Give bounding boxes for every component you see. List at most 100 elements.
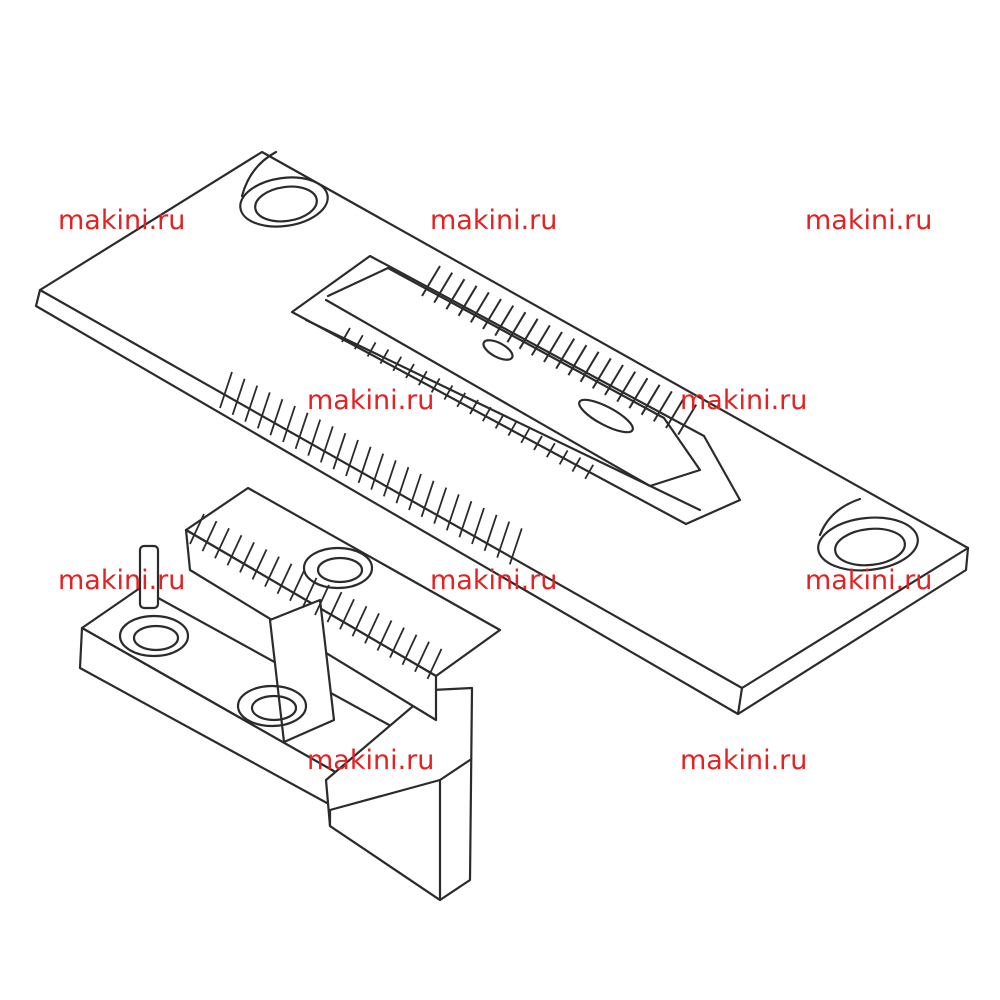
tooth-line xyxy=(354,334,364,350)
feed-dog-hole-center xyxy=(302,546,374,590)
tooth-line xyxy=(392,356,402,372)
tooth-line xyxy=(520,428,530,444)
tooth-line xyxy=(628,377,649,409)
tooth-line xyxy=(370,453,385,490)
tooth-line xyxy=(307,419,322,456)
tooth-line xyxy=(301,577,318,609)
tooth-line xyxy=(433,272,454,304)
tooth-line xyxy=(414,641,430,673)
tooth-line xyxy=(326,591,343,623)
tooth-line xyxy=(351,605,368,637)
tooth-line xyxy=(401,634,418,666)
tooth-line xyxy=(496,521,511,558)
tooth-line xyxy=(558,449,569,465)
tooth-line xyxy=(518,318,539,350)
feed-slot-outer xyxy=(290,254,742,526)
tooth-line xyxy=(214,527,230,559)
watermark-text: makini.ru xyxy=(58,205,186,236)
tooth-line xyxy=(289,570,305,602)
tooth-line xyxy=(269,398,284,436)
tooth-line xyxy=(567,344,588,376)
tooth-line xyxy=(640,384,661,416)
plate-grooves xyxy=(219,371,523,565)
tooth-line xyxy=(494,305,515,337)
tooth-line xyxy=(652,390,673,422)
tooth-line xyxy=(616,371,637,403)
needle-plate-front-edge xyxy=(34,288,744,716)
plate-teeth-rear xyxy=(421,265,698,436)
screw-hole-front xyxy=(239,150,329,228)
tooth-line xyxy=(345,439,359,477)
tooth-line xyxy=(282,405,296,443)
tooth-line xyxy=(533,435,543,451)
tooth-line xyxy=(507,421,518,437)
tooth-line xyxy=(357,446,372,484)
tooth-line xyxy=(530,324,551,356)
tooth-line xyxy=(471,507,485,545)
tooth-line xyxy=(457,285,478,317)
tooth-line xyxy=(314,584,330,616)
watermark-text: makini.ru xyxy=(307,745,435,776)
tooth-line xyxy=(189,513,205,545)
watermark-text: makini.ru xyxy=(430,205,558,236)
tooth-line xyxy=(506,311,527,343)
tooth-line xyxy=(405,363,415,379)
tooth-line xyxy=(231,378,246,416)
tooth-line xyxy=(219,371,233,409)
tooth-line xyxy=(244,385,259,422)
tooth-line xyxy=(677,404,698,436)
feed-dog-post xyxy=(138,544,160,610)
tooth-line xyxy=(332,432,347,470)
tooth-line xyxy=(382,460,397,497)
tooth-line xyxy=(226,534,243,566)
tooth-line xyxy=(555,338,576,370)
feed-dog-hole-left xyxy=(118,614,190,658)
tooth-line xyxy=(483,514,498,552)
feed-dog-holes xyxy=(118,546,374,728)
tooth-line xyxy=(408,473,422,511)
tooth-line xyxy=(264,556,280,587)
tooth-line xyxy=(469,399,479,415)
tooth-line xyxy=(251,549,268,580)
feed-dog-hole-bottom xyxy=(236,684,308,728)
tooth-line xyxy=(366,341,377,357)
tooth-line xyxy=(482,406,492,422)
tooth-line xyxy=(421,265,441,297)
tooth-line xyxy=(584,464,594,480)
feed-dog xyxy=(78,486,502,902)
tooth-line xyxy=(458,500,473,538)
tooth-line xyxy=(426,648,443,680)
tooth-line xyxy=(294,412,309,450)
tooth-line xyxy=(445,494,460,531)
plate-teeth-front xyxy=(341,327,594,480)
tooth-line xyxy=(276,563,293,595)
tooth-line xyxy=(445,278,466,310)
watermark-text: makini.ru xyxy=(680,745,808,776)
tooth-line xyxy=(339,598,355,630)
tooth-line xyxy=(456,392,466,408)
tooth-line xyxy=(546,442,556,458)
tooth-line xyxy=(379,349,390,365)
needle-hole-rear xyxy=(578,398,634,434)
tooth-line xyxy=(395,466,410,504)
tooth-line xyxy=(482,298,502,330)
screw-hole-rear xyxy=(817,497,919,572)
needle-hole xyxy=(482,339,514,361)
watermark-text: makini.ru xyxy=(430,565,558,596)
feed-slot-inner xyxy=(324,266,702,488)
tooth-line xyxy=(433,487,448,524)
tooth-line xyxy=(508,528,523,565)
tooth-line xyxy=(469,291,490,323)
tooth-line xyxy=(571,457,582,473)
tooth-line xyxy=(543,331,563,363)
tooth-line xyxy=(341,327,351,343)
tooth-line xyxy=(239,542,255,573)
watermark-text: makini.ru xyxy=(58,565,186,596)
tooth-line xyxy=(604,364,624,396)
tooth-line xyxy=(256,392,271,429)
tooth-line xyxy=(494,413,505,429)
tooth-line xyxy=(591,357,612,389)
tooth-line xyxy=(201,520,218,552)
